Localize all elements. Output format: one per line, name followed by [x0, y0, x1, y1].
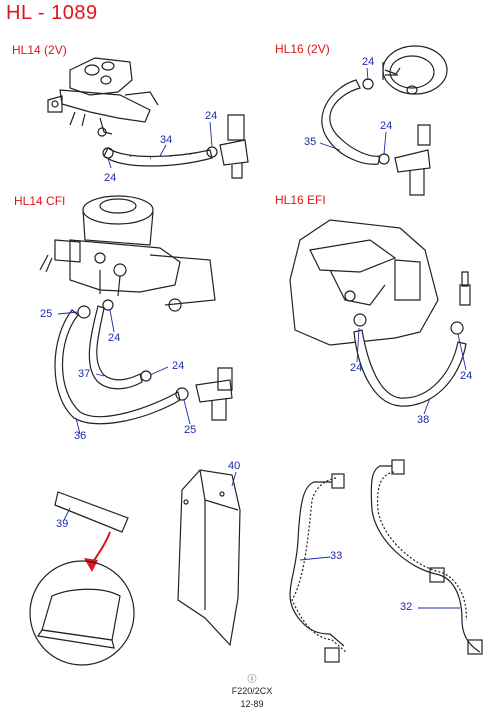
efi-unit-illustration [289, 219, 439, 346]
callout-25-hl14-cfi-b: 25 [184, 424, 197, 436]
callout-40: 40 [228, 460, 241, 472]
hose-38 [353, 329, 467, 407]
part-39-strip [54, 491, 129, 533]
callout-36: 36 [74, 430, 87, 442]
hose-35 [321, 79, 381, 165]
section-hl16-efi-heading: HL16 EFI [275, 193, 326, 207]
hose-37 [88, 305, 143, 390]
callout-35: 35 [304, 136, 317, 148]
callout-38: 38 [417, 414, 430, 426]
callout-leaders [57, 67, 467, 609]
pipe-33 [289, 473, 347, 663]
callout-24-hl14-2v-a: 24 [104, 172, 117, 184]
section-hl14-2v-heading: HL14 (2V) [12, 43, 67, 57]
callout-37: 37 [78, 368, 91, 380]
footer-symbol: ⓘ [247, 674, 257, 684]
part-40-shield [177, 469, 241, 647]
tee-fitting-hl16-2v [394, 124, 431, 196]
callout-32: 32 [400, 601, 413, 613]
carburettor-2v-illustration [47, 57, 159, 137]
callout-24-hl14-cfi-b: 24 [172, 360, 185, 372]
hose-36 [54, 309, 181, 425]
footer-code: F220/2CX [231, 686, 273, 696]
pipe-32 [370, 459, 483, 655]
clip-24-hl14-cfi [102, 299, 152, 382]
callout-39: 39 [56, 518, 69, 530]
callout-24-hl14-2v-b: 24 [205, 110, 218, 122]
callout-24-hl16-2v-b: 24 [380, 120, 393, 132]
callout-33: 33 [330, 550, 343, 562]
hose-34 [103, 147, 213, 167]
callout-24-hl14-cfi-a: 24 [108, 332, 121, 344]
detail-magnified-circle [29, 560, 135, 666]
tee-fitting-hl16-efi [459, 271, 471, 306]
tee-fitting-hl14-2v [219, 114, 249, 179]
section-hl14-cfi-heading: HL14 CFI [14, 194, 66, 208]
callout-24-hl16-2v-a: 24 [362, 56, 375, 68]
footer-date: 12-89 [240, 699, 264, 709]
callout-24-hl16-efi-a: 24 [350, 362, 363, 374]
air-cleaner-2v-illustration [382, 45, 448, 95]
callout-24-hl16-efi-b: 24 [460, 370, 473, 382]
section-hl16-2v-heading: HL16 (2V) [275, 42, 330, 56]
arrow-39-detail [84, 531, 111, 572]
callout-25-hl14-cfi-a: 25 [40, 308, 53, 320]
cfi-unit-illustration [39, 195, 216, 312]
clip-24-hl16-efi [353, 313, 464, 335]
tee-fitting-hl14-cfi [195, 367, 233, 421]
page-title: HL - 1089 [6, 2, 98, 24]
callout-34: 34 [160, 134, 173, 146]
